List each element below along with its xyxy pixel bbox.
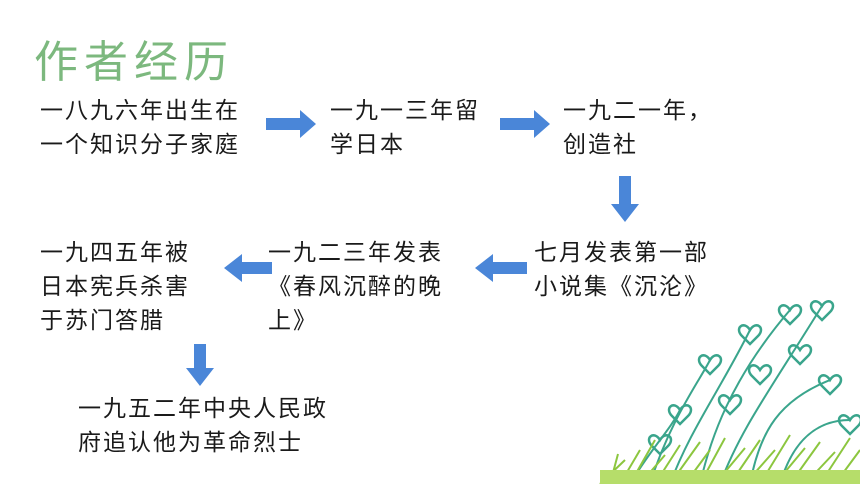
grass-decoration [599, 300, 860, 484]
event-creation-society: 一九二一年， 创造社 [563, 98, 713, 158]
event-first-novel: 七月发表第一部 小说集《沉沦》 [534, 240, 709, 300]
left-arrow-icon [224, 254, 272, 282]
slide-title: 作者经历 [34, 37, 234, 88]
down-arrow-icon [186, 344, 214, 386]
right-arrow-icon [500, 110, 550, 138]
event-martyr: 一九五二年中央人民政 府追认他为革命烈士 [78, 396, 328, 456]
down-arrow-icon [611, 176, 639, 222]
left-arrow-icon [475, 254, 527, 282]
event-spring-breeze: 一九二三年发表 《春风沉醉的晚 上》 [268, 240, 443, 334]
event-study-japan: 一九一三年留 学日本 [330, 98, 480, 158]
event-death: 一九四五年被 日本宪兵杀害 于苏门答腊 [40, 240, 190, 334]
event-birth: 一八九六年出生在 一个知识分子家庭 [40, 98, 240, 158]
right-arrow-icon [266, 110, 316, 138]
